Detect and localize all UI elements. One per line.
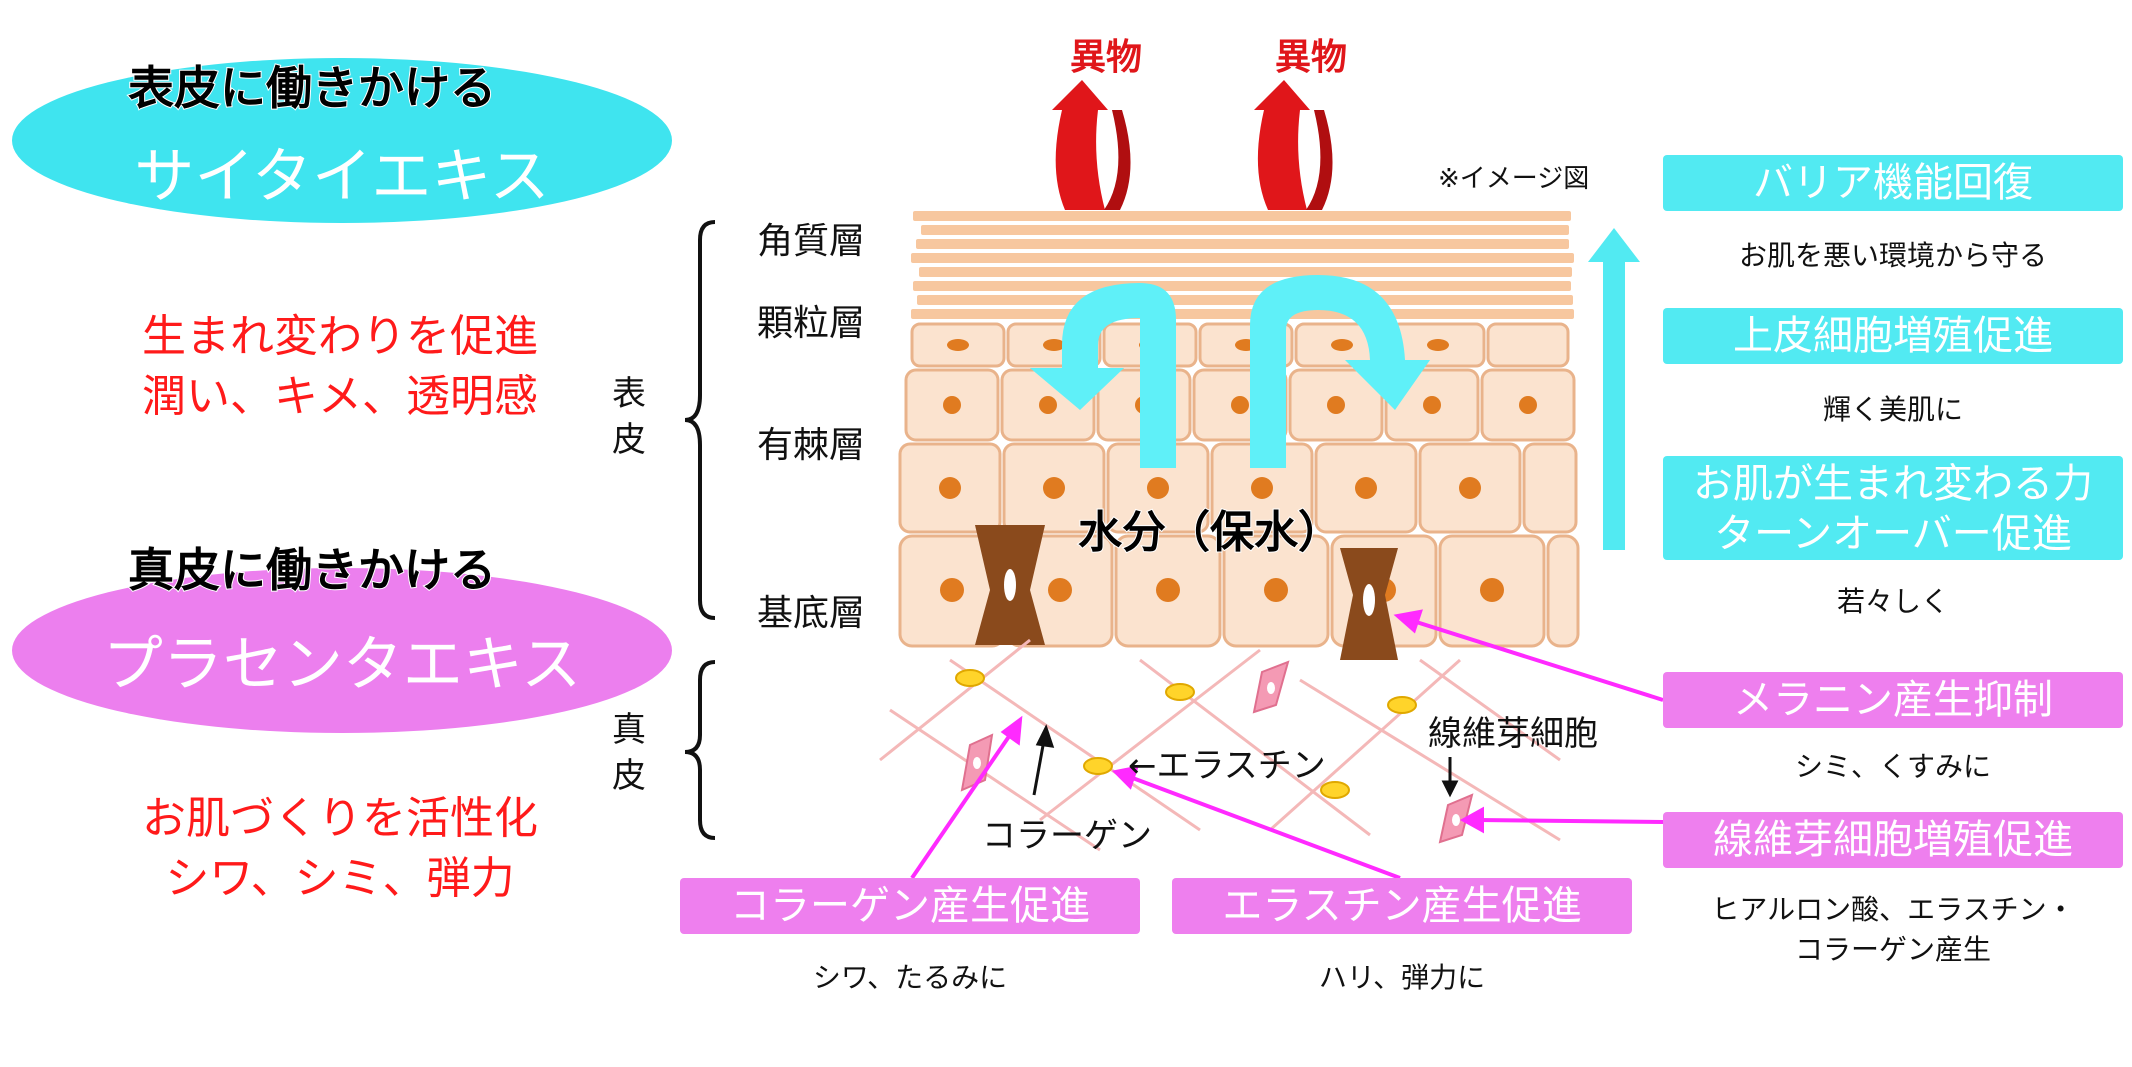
dermis-side-label-1: 真 <box>612 710 646 750</box>
elastin-dots <box>955 669 1417 799</box>
epidermis-heading: 表皮に働きかける <box>127 60 497 116</box>
foreign-arrows <box>1052 80 1333 210</box>
dermis-extract-name: プラセンタエキス <box>102 630 582 700</box>
barrier-caption: お肌を悪い環境から守る <box>1738 239 2047 272</box>
melanin-caption: シミ、くすみに <box>1794 750 1991 783</box>
fibroblast-label: 線維芽細胞 <box>1428 714 1598 754</box>
small-black-arrows <box>1032 724 1459 798</box>
dermis-benefit-2: シワ、シミ、弾力 <box>165 853 515 904</box>
epidermis-benefit-1: 生まれ変わりを促進 <box>142 311 538 362</box>
dermis-side-label-2: 皮 <box>612 756 646 796</box>
spinous-nuclei <box>939 396 1537 499</box>
melanocytes <box>975 525 1398 660</box>
epithelial-caption: 輝く美肌に <box>1822 393 1963 426</box>
melanin-box: メラニン産生抑制 <box>1663 672 2123 728</box>
collagen-box: コラーゲン産生促進 <box>680 878 1140 934</box>
epidermis-brace <box>684 220 716 620</box>
turnover-box-line-2: ターンオーバー促進 <box>1714 511 2072 557</box>
fibroblast-caption-2: コラーゲン産生 <box>1794 933 1991 966</box>
epithelial-box: 上皮細胞増殖促進 <box>1663 308 2123 364</box>
turnover-box-line-1: お肌が生まれ変わる力 <box>1693 461 2093 507</box>
dermis-brace <box>684 660 716 840</box>
dermis-benefit-1: お肌づくりを活性化 <box>142 793 538 844</box>
fibroblast-box: 線維芽細胞増殖促進 <box>1663 812 2123 868</box>
stratum-corneum <box>909 209 1576 321</box>
foreign-matter-label-2: 異物 <box>1275 37 1348 78</box>
foreign-matter-label-1: 異物 <box>1070 37 1143 78</box>
turnover-arrow <box>1588 228 1640 550</box>
elastin-caption: ハリ、弾力に <box>1318 961 1486 994</box>
water-label: 水分（保水） <box>1077 506 1343 559</box>
epidermis-extract-name: サイタイエキス <box>134 142 550 212</box>
layer-granular: 顆粒層 <box>757 303 866 344</box>
layer-basal: 基底層 <box>757 593 866 634</box>
water-arrows <box>1030 275 1430 468</box>
layer-stratum-corneum: 角質層 <box>757 221 866 262</box>
epidermis-ellipse <box>12 58 672 223</box>
elastin-box: エラスチン産生促進 <box>1172 878 1632 934</box>
collagen-caption: シワ、たるみに <box>812 961 1008 994</box>
turnover-box: お肌が生まれ変わる力 ターンオーバー促進 <box>1663 456 2123 560</box>
pointer-arrows <box>910 609 1664 880</box>
epidermis-benefit-2: 潤い、キメ、透明感 <box>142 371 538 422</box>
dermis-ellipse <box>12 568 672 733</box>
epidermis-side-label-2: 皮 <box>612 420 646 460</box>
elastin-label: ←エラスチン <box>1128 746 1326 786</box>
epidermis-side-label-1: 表 <box>612 374 646 414</box>
turnover-caption: 若々しく <box>1836 585 1949 618</box>
collagen-label: コラーゲン <box>982 816 1152 856</box>
fibroblast-caption-1: ヒアルロン酸、エラスチン・ <box>1711 893 2075 926</box>
barrier-box: バリア機能回復 <box>1663 155 2123 211</box>
image-note: ※イメージ図 <box>1438 164 1590 194</box>
dermis-heading: 真皮に働きかける <box>127 542 497 598</box>
layer-spinous: 有棘層 <box>757 425 866 466</box>
